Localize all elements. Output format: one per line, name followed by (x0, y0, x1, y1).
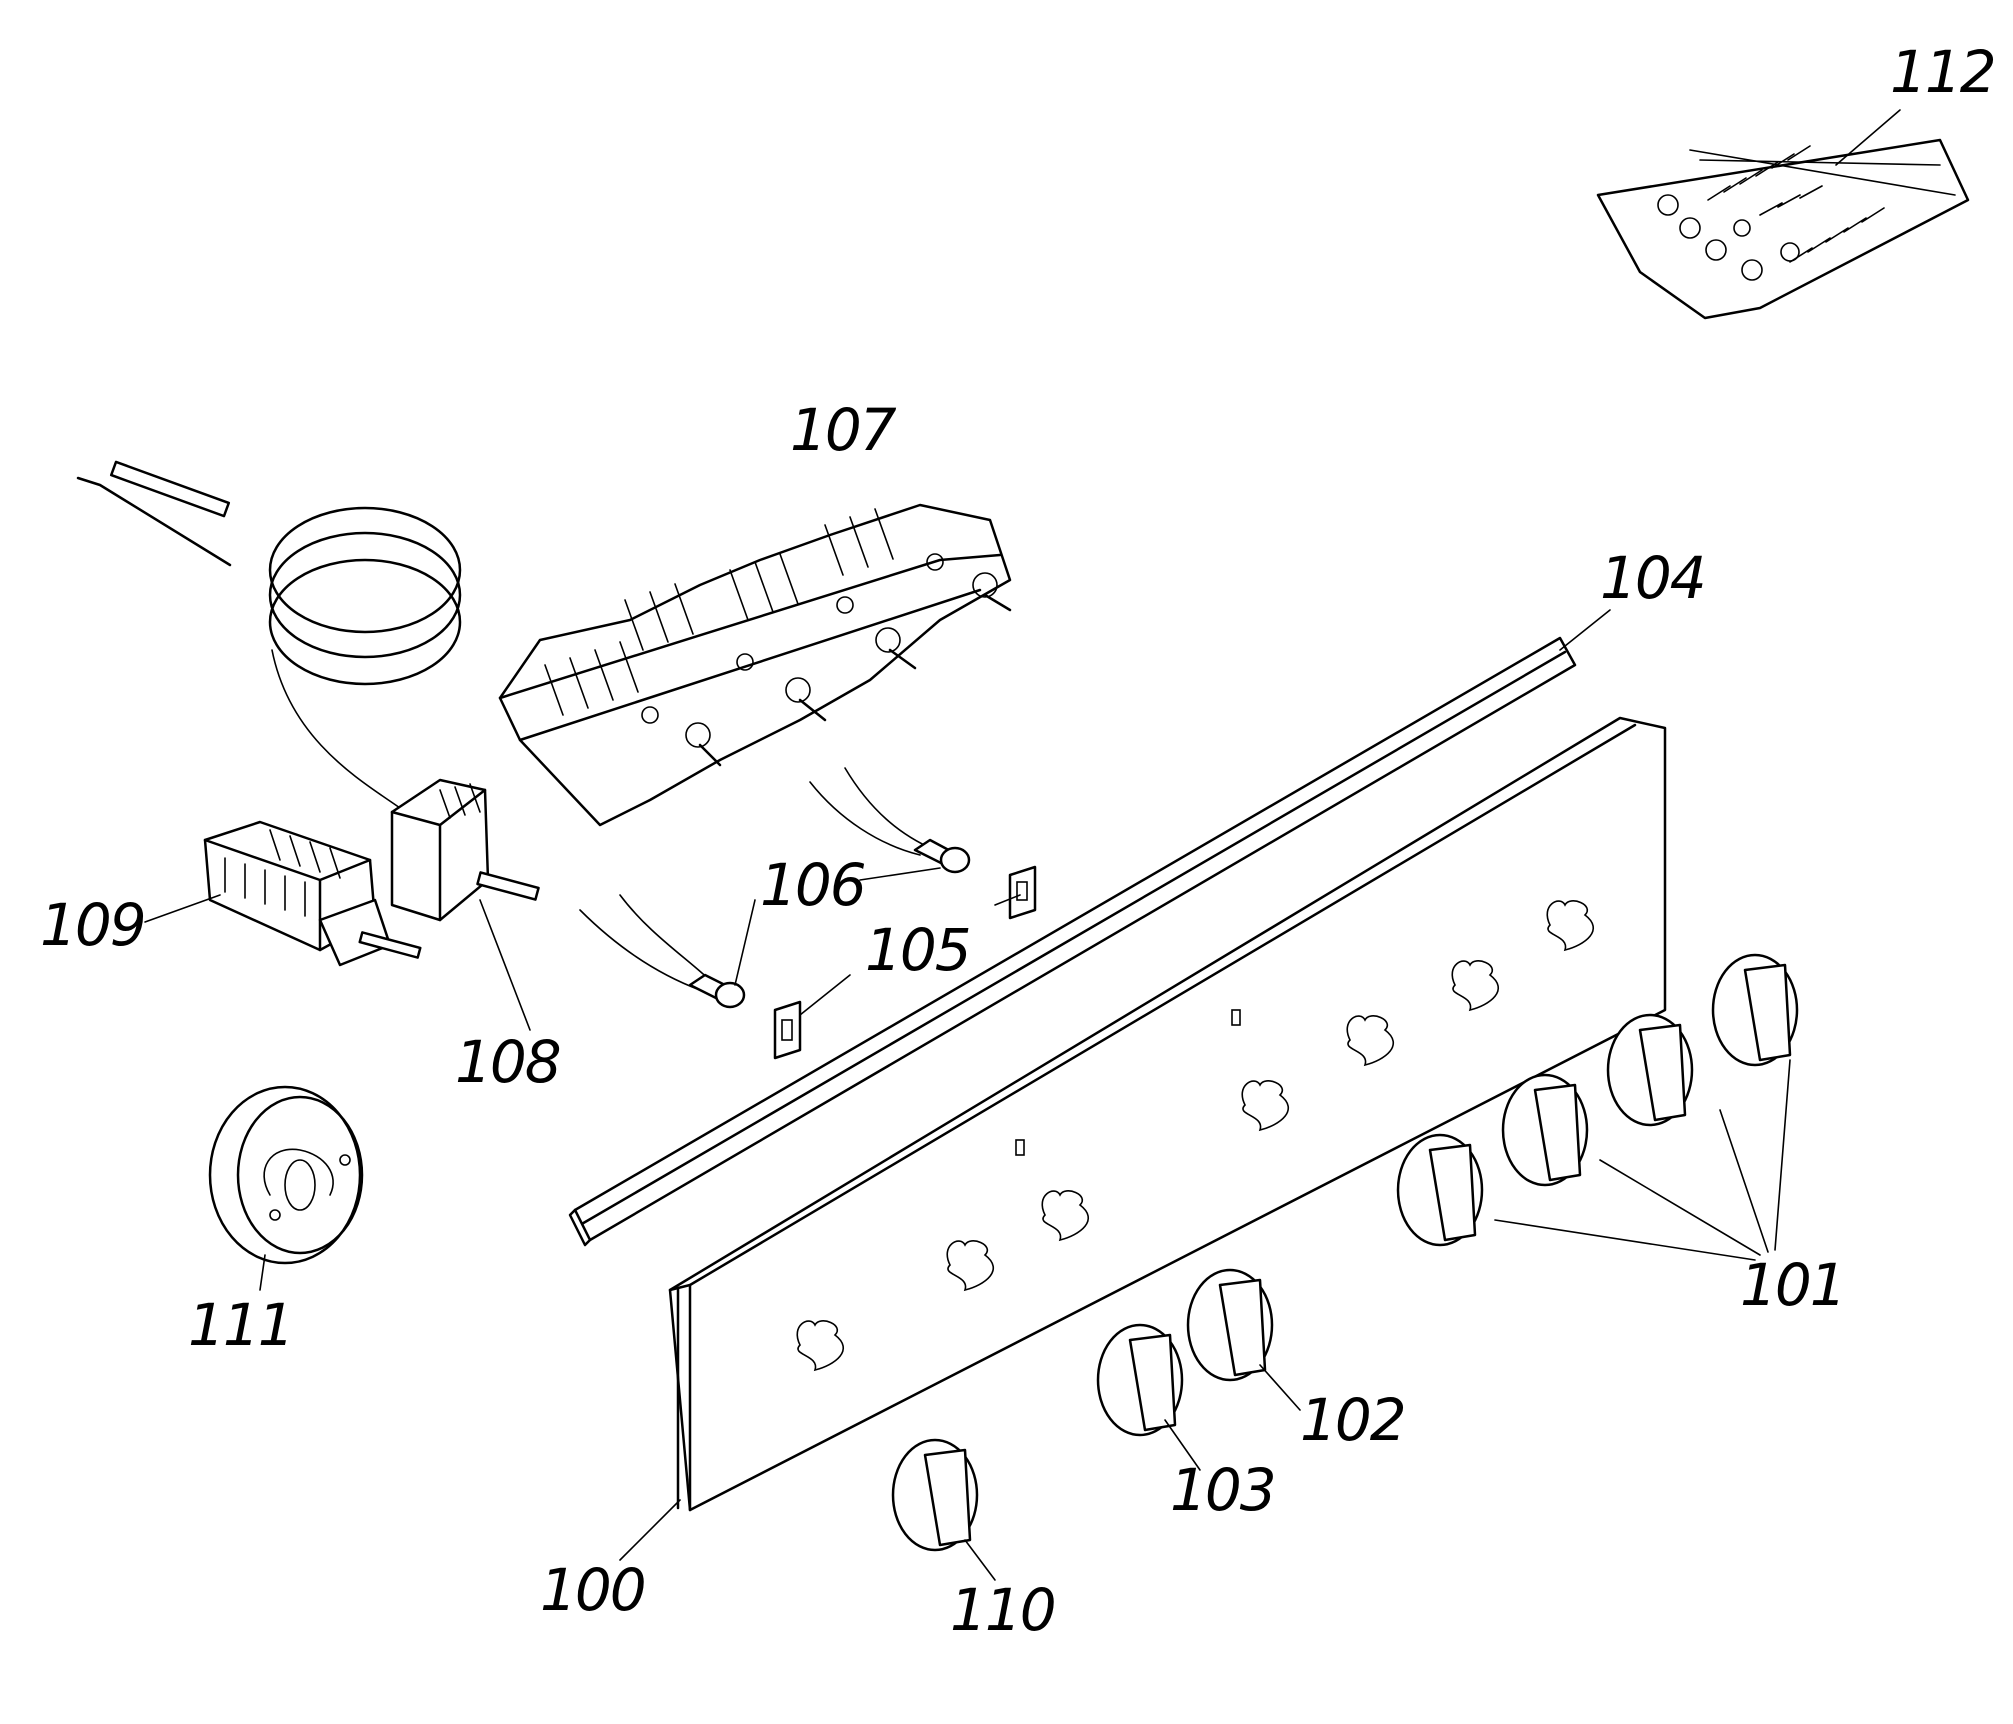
leader-104 (1559, 609, 1611, 651)
label-110: 110 (950, 1576, 1055, 1644)
leader-108 (479, 899, 531, 1031)
label-111: 111 (188, 1291, 293, 1359)
label-105: 105 (865, 916, 970, 984)
thermostat-capillary-part (76, 460, 462, 809)
label-108: 108 (455, 1028, 560, 1096)
thermostat-part (390, 778, 540, 922)
knob-set-part (1396, 953, 1799, 1247)
label-107: 107 (790, 396, 897, 464)
label-100: 100 (540, 1556, 645, 1624)
label-106: 106 (760, 851, 865, 919)
switch-block-part (498, 503, 1012, 827)
label-104: 104 (1600, 544, 1705, 612)
bracket-part (773, 865, 1037, 1060)
label-102: 102 (1300, 1386, 1405, 1454)
leader-105 (799, 894, 1021, 1016)
knob-102-part (1186, 1268, 1274, 1382)
knob-103-part (1096, 1323, 1184, 1437)
leader-110 (964, 1539, 996, 1581)
trim-strip-part (568, 636, 1577, 1247)
disc-part (208, 1085, 364, 1265)
leader-109 (144, 894, 221, 923)
leader-111 (259, 1254, 266, 1291)
leader-101 (1494, 1059, 1791, 1261)
label-112: 112 (1890, 38, 1995, 106)
leader-112 (1835, 109, 1901, 166)
label-103: 103 (1170, 1456, 1275, 1524)
leader-102 (1259, 1364, 1301, 1411)
leader-100 (619, 1499, 681, 1561)
label-109: 109 (40, 891, 145, 959)
label-101: 101 (1740, 1251, 1845, 1319)
leader-106 (734, 867, 941, 986)
ignition-lead-part (579, 767, 971, 1009)
knob-110-part (891, 1438, 979, 1552)
control-panel-part (668, 716, 1667, 1512)
screw-bag-part (1596, 138, 1970, 320)
leader-103 (1164, 1419, 1201, 1471)
selector-switch-part (203, 820, 422, 967)
